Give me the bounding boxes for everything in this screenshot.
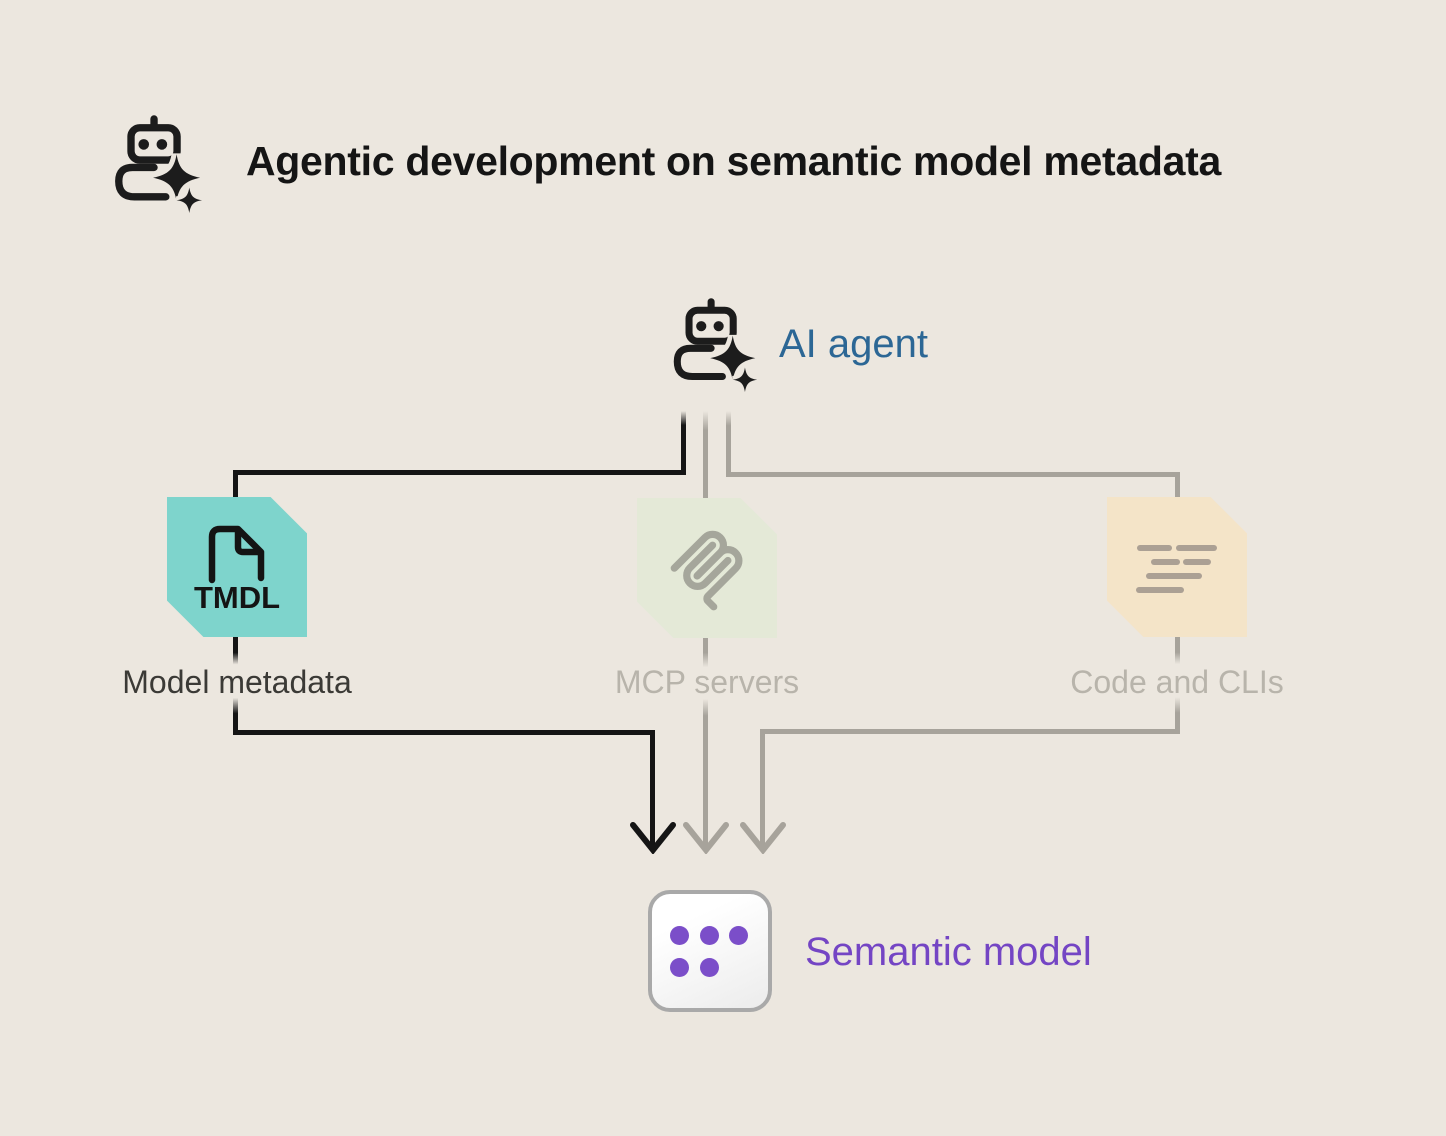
arrow-down-icon <box>630 822 676 854</box>
dot <box>700 958 719 977</box>
connector-agent-to-code <box>1175 472 1180 499</box>
semantic-model-dots-icon <box>648 890 772 1012</box>
tmdl-file-icon: TMDL <box>194 525 280 614</box>
connector-agent-to-metadata <box>233 470 686 475</box>
arrow-down-icon <box>683 822 729 854</box>
robot-sparkle-icon <box>115 115 203 214</box>
code-lines-icon <box>1136 545 1217 593</box>
node-model-metadata <box>167 497 307 637</box>
arrow-down-icon <box>740 822 786 854</box>
mcp-logo-icon <box>670 530 743 611</box>
connector-mcp-to-model <box>703 638 708 848</box>
connector-agent-to-metadata <box>233 470 238 499</box>
connector-agent-to-mcp <box>703 411 708 499</box>
robot-sparkle-icon <box>673 298 758 393</box>
dot <box>729 926 748 945</box>
tmdl-badge-text: TMDL <box>194 580 280 614</box>
connector-metadata-to-model <box>650 730 655 848</box>
page-title: Agentic development on semantic model me… <box>246 138 1221 184</box>
connector-code-to-model <box>760 729 1180 734</box>
node-code-and-clis <box>1107 497 1247 637</box>
agent-label: AI agent <box>779 322 929 366</box>
dot <box>670 958 689 977</box>
connector-metadata-to-model <box>233 730 655 735</box>
dot <box>700 926 719 945</box>
connector-code-to-model <box>1175 637 1180 734</box>
connector-agent-to-code <box>726 411 731 477</box>
connector-agent-to-metadata <box>681 411 686 475</box>
target-label: Semantic model <box>805 930 1092 974</box>
connector-agent-to-code <box>726 472 1180 477</box>
connector-metadata-to-model <box>233 637 238 735</box>
connector-code-to-model <box>760 729 765 848</box>
dot <box>670 926 689 945</box>
